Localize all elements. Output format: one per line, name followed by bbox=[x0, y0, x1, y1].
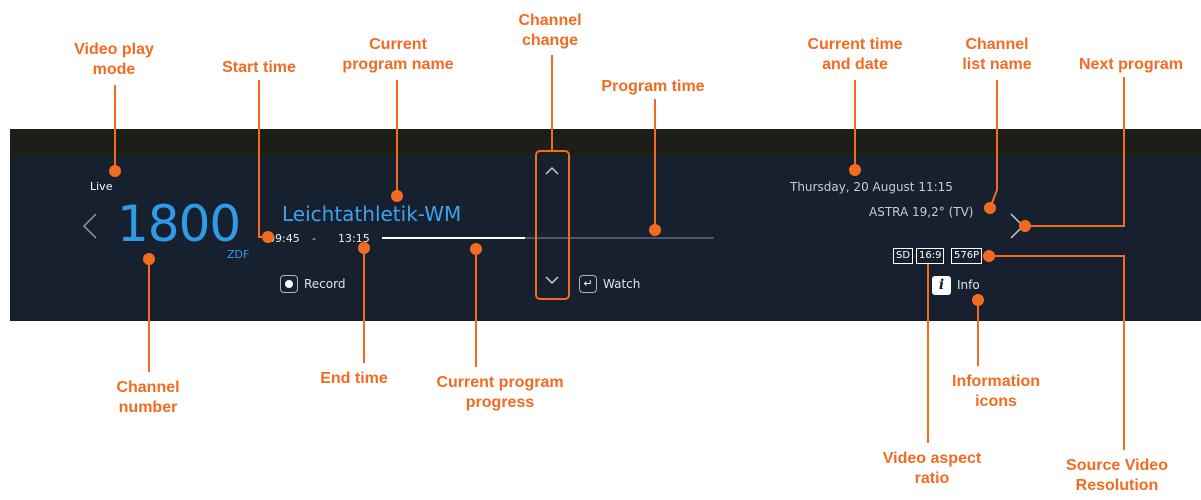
time-separator: - bbox=[312, 232, 316, 245]
watch-icon: ↵ bbox=[579, 275, 597, 293]
leader-dot-channel-number bbox=[143, 253, 155, 265]
leader-dot-next-program bbox=[1019, 220, 1031, 232]
leader-channel-list bbox=[989, 80, 998, 209]
channel-up-icon[interactable] bbox=[545, 166, 559, 175]
callout-line: mode bbox=[92, 61, 136, 78]
callout-channel-list-name: Channel list name bbox=[952, 35, 1042, 75]
channel-change-box bbox=[535, 150, 570, 300]
callout-line: Channel bbox=[518, 12, 582, 29]
callout-line: number bbox=[118, 399, 178, 416]
channel-down-icon[interactable] bbox=[545, 276, 559, 285]
callout-current-time-date: Current time and date bbox=[795, 35, 915, 75]
callout-channel-number: Channel number bbox=[100, 378, 196, 418]
callout-line: Current program bbox=[436, 374, 564, 391]
record-button[interactable]: Record bbox=[280, 274, 345, 294]
end-time: 13:15 bbox=[338, 232, 370, 245]
callout-line: Start time bbox=[222, 59, 296, 76]
info-button[interactable]: i Info bbox=[932, 275, 980, 295]
callout-current-program-progress: Current program progress bbox=[417, 373, 583, 413]
callout-line: Current time bbox=[807, 36, 903, 53]
callout-line: Resolution bbox=[1075, 477, 1159, 494]
callout-line: ratio bbox=[914, 470, 950, 487]
callout-video-play-mode: Video play mode bbox=[58, 40, 170, 80]
callout-line: Channel bbox=[965, 36, 1029, 53]
info-icon: i bbox=[932, 275, 951, 295]
callout-line: Video aspect bbox=[882, 450, 982, 467]
leader-dot-current-time bbox=[849, 164, 861, 176]
program-name: Leichtathletik-WM bbox=[282, 202, 462, 226]
leader-dot-program-time bbox=[649, 224, 661, 236]
callout-line: change bbox=[521, 32, 578, 49]
channel-short-name: ZDF bbox=[227, 248, 250, 261]
leader-dot-resolution bbox=[983, 250, 995, 262]
callout-line: Current bbox=[369, 36, 427, 53]
resolution-badge: 576P bbox=[951, 248, 983, 264]
play-mode-label: Live bbox=[90, 180, 113, 193]
leader-dot-info-icons bbox=[972, 294, 984, 306]
callout-line: Source Video bbox=[1066, 457, 1168, 474]
start-time: 09:45 bbox=[268, 232, 300, 245]
current-datetime: Thursday, 20 August 11:15 bbox=[790, 180, 953, 194]
program-progress-fill bbox=[382, 237, 525, 239]
watch-button[interactable]: ↵ Watch bbox=[579, 274, 640, 294]
callout-current-program-name: Current program name bbox=[328, 35, 468, 75]
callout-line: Program time bbox=[601, 78, 705, 95]
callout-line: End time bbox=[320, 370, 388, 387]
leader-dot-program-name bbox=[391, 190, 403, 202]
channel-number: 1800 bbox=[117, 195, 241, 253]
watch-label: Watch bbox=[603, 277, 641, 291]
callout-line: and date bbox=[822, 56, 888, 73]
callout-end-time: End time bbox=[304, 369, 404, 389]
prev-channel-chevron-icon[interactable] bbox=[82, 213, 97, 239]
osd-top-strip bbox=[10, 129, 1201, 156]
callout-line: Video play bbox=[74, 41, 154, 58]
leader-dot-end-time bbox=[358, 242, 370, 254]
leader-dot-channel-list bbox=[984, 202, 996, 214]
record-icon bbox=[280, 275, 298, 293]
leader-dot-start-time bbox=[262, 231, 274, 243]
callout-line: Next program bbox=[1078, 56, 1184, 73]
leader-dot-video-play-mode bbox=[109, 165, 121, 177]
callout-video-aspect-ratio: Video aspect ratio bbox=[867, 449, 997, 489]
record-label: Record bbox=[304, 277, 346, 291]
callout-line: Information bbox=[952, 373, 1040, 390]
leader-dot-program-progress bbox=[470, 243, 482, 255]
callout-next-program: Next program bbox=[1066, 55, 1196, 75]
callout-information-icons: Information icons bbox=[934, 372, 1058, 412]
channel-list-name: ASTRA 19,2° (TV) bbox=[869, 205, 974, 219]
leader-next-program bbox=[1025, 77, 1125, 227]
callout-channel-change: Channel change bbox=[500, 11, 600, 51]
aspect-ratio-badge: 16:9 bbox=[916, 248, 945, 264]
callout-start-time: Start time bbox=[203, 58, 315, 78]
callout-line: icons bbox=[975, 393, 1017, 410]
program-progress-bar bbox=[382, 237, 714, 239]
callout-line: list name bbox=[962, 56, 1032, 73]
callout-program-time: Program time bbox=[588, 77, 718, 97]
callout-line: progress bbox=[465, 394, 535, 411]
info-label: Info bbox=[957, 278, 980, 292]
callout-line: Channel bbox=[116, 379, 180, 396]
leader-resolution bbox=[989, 255, 1125, 450]
sd-badge: SD bbox=[893, 248, 914, 264]
callout-line: program name bbox=[342, 56, 454, 73]
callout-source-video-resolution: Source Video Resolution bbox=[1052, 456, 1182, 496]
leader-start-time bbox=[258, 80, 268, 238]
